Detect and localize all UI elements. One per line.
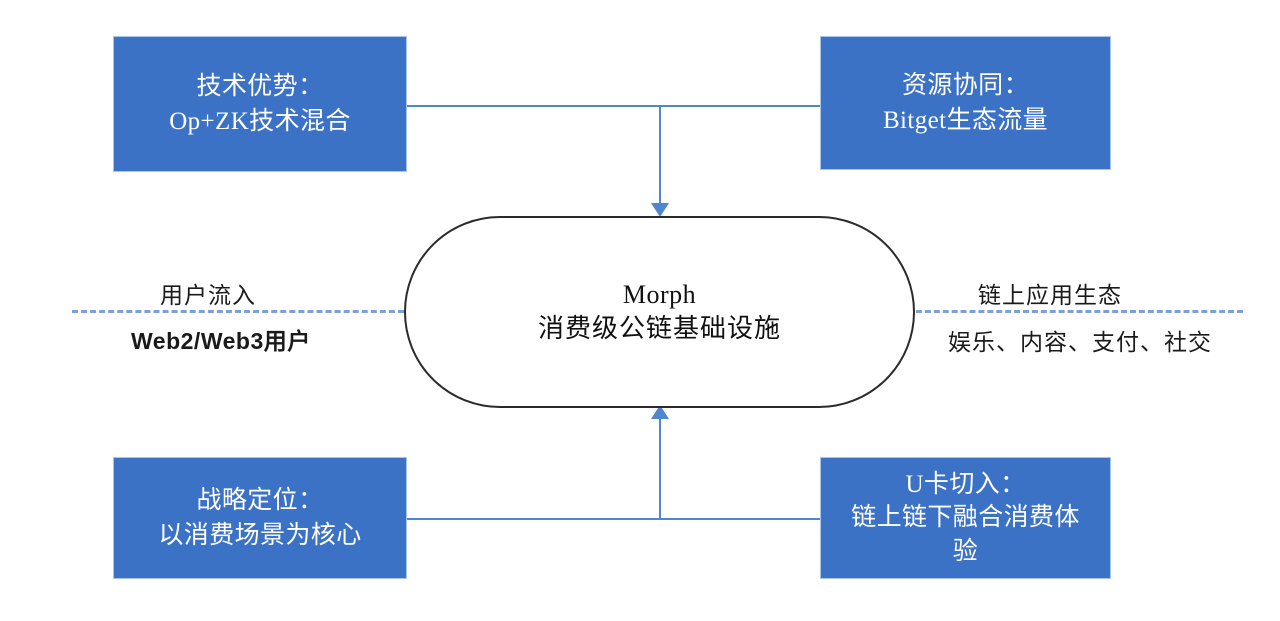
box-strategic-positioning-detail: 以消费场景为核心	[158, 522, 362, 549]
box-ucard-entry[interactable]: U卡切入： 链上链下融合消费体 验	[820, 457, 1111, 579]
box-ucard-entry-heading: U卡切入：	[905, 470, 1026, 498]
box-resource-synergy-detail: Bitget生态流量	[882, 107, 1049, 134]
connector-bottom-vertical	[659, 416, 661, 520]
flow-label-right-bottom: 娱乐、内容、支付、社交	[948, 330, 1212, 355]
core-node-morph[interactable]: Morph 消费级公链基础设施	[404, 216, 915, 408]
box-resource-synergy-heading: 资源协同：	[901, 71, 1029, 99]
box-resource-synergy[interactable]: 资源协同： Bitget生态流量	[820, 36, 1111, 170]
dashed-flow-line-right	[916, 310, 1243, 313]
dashed-flow-line-left	[72, 310, 404, 313]
arrow-up-icon	[651, 405, 669, 419]
box-ucard-entry-detail-line1: 链上链下融合消费体	[851, 504, 1080, 532]
box-technical-advantage-heading: 技术优势：	[196, 72, 324, 100]
arrow-down-icon	[651, 203, 669, 217]
box-strategic-positioning-heading: 战略定位：	[196, 486, 324, 514]
connector-bottom-horizontal	[407, 518, 821, 520]
box-strategic-positioning[interactable]: 战略定位： 以消费场景为核心	[113, 457, 407, 579]
box-ucard-entry-detail-line2: 验	[952, 537, 979, 565]
box-technical-advantage-detail: Op+ZK技术混合	[169, 108, 351, 135]
connector-top-vertical	[659, 105, 661, 209]
box-technical-advantage[interactable]: 技术优势： Op+ZK技术混合	[113, 36, 407, 172]
flow-label-left-bottom: Web2/Web3用户	[131, 328, 311, 354]
flow-label-left-top: 用户流入	[160, 283, 256, 308]
connector-top-horizontal	[407, 105, 821, 107]
core-node-subtitle: 消费级公链基础设施	[537, 314, 781, 344]
flow-label-right-top: 链上应用生态	[978, 283, 1122, 308]
core-node-title: Morph	[622, 279, 697, 309]
